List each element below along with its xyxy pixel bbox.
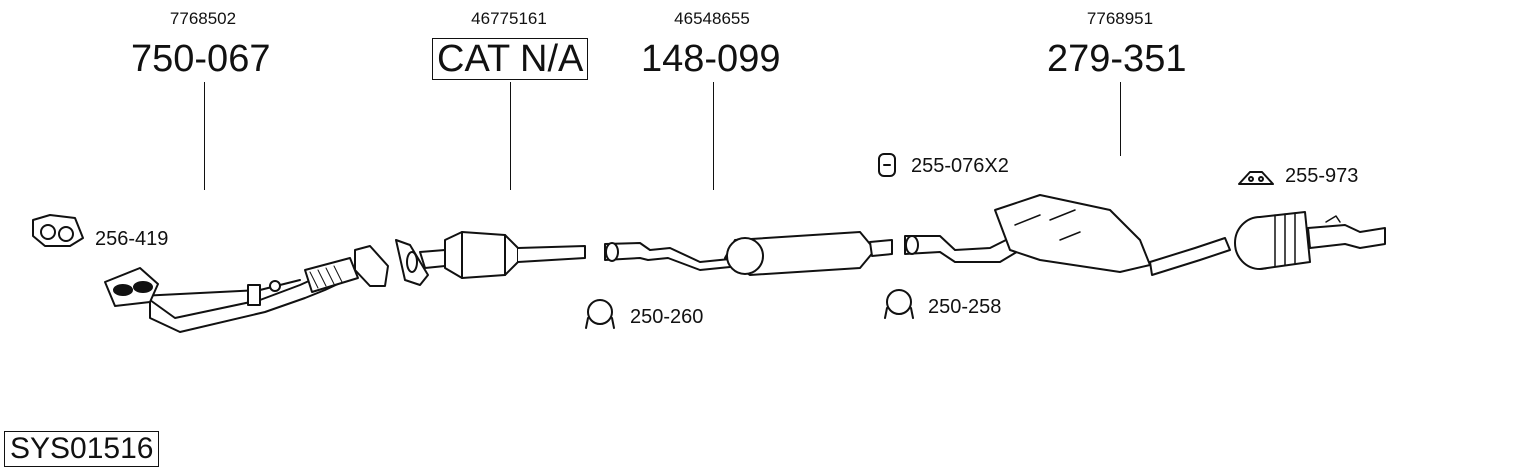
accessory-250-260[interactable]: 250-260 [630,306,704,328]
system-id-label: SYS01516 [4,431,160,467]
accessory-255-076x2[interactable]: 255-076X2 [911,155,1009,177]
part-number-148-099[interactable]: 148-099 [641,38,781,80]
leader-line-1 [204,82,205,190]
part-number-279-351[interactable]: 279-351 [1047,38,1187,80]
front-pipe-drawing [104,245,389,333]
mount-255-973-icon [1238,171,1274,185]
oe-number-2: 46775161 [471,9,547,28]
leader-line-2 [510,82,511,190]
gasket-256-419-icon [32,214,84,247]
accessory-255-973[interactable]: 255-973 [1285,165,1359,187]
leader-line-4 [1120,82,1121,156]
leader-line-3 [713,82,714,190]
accessory-250-258[interactable]: 250-258 [928,296,1002,318]
oe-number-1: 7768502 [169,9,237,28]
accessory-256-419[interactable]: 256-419 [95,228,169,250]
rear-silencer-drawing [904,194,1386,276]
catalytic-converter-drawing [395,231,586,286]
oe-number-3: 46548655 [674,9,750,28]
centre-silencer-drawing [604,231,893,276]
part-number-cat-na[interactable]: CAT N/A [432,38,589,80]
oe-number-4: 7768951 [1086,9,1154,28]
clamp-250-258-icon [884,289,914,319]
clamp-250-260-icon [585,299,615,329]
hanger-255-076X2-icon [878,153,896,177]
part-number-750-067[interactable]: 750-067 [131,38,271,80]
